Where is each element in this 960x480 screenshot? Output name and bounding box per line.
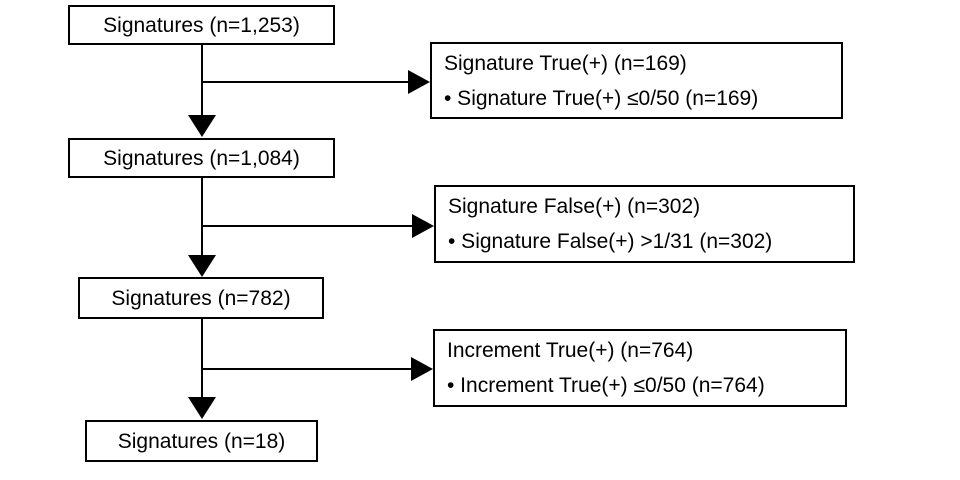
- branch-arrowhead-3: [411, 357, 433, 381]
- exclusion-title: Signature True(+) (n=169): [444, 51, 687, 75]
- flow-box-signatures-782: Signatures (n=782): [78, 277, 324, 319]
- down-arrowhead-3: [188, 397, 216, 419]
- exclusion-bullet: • Increment True(+) ≤0/50 (n=764): [447, 374, 765, 397]
- flow-box-signatures-1084: Signatures (n=1,084): [68, 138, 335, 178]
- flow-box-label: Signatures (n=782): [111, 286, 291, 310]
- exclusion-box-signature-true-positive: Signature True(+) (n=169) • Signature Tr…: [430, 42, 843, 119]
- flow-box-signatures-18: Signatures (n=18): [85, 420, 318, 462]
- flow-box-label: Signatures (n=1,084): [103, 146, 300, 170]
- down-arrowhead-2: [188, 255, 216, 277]
- exclusion-box-increment-true-positive: Increment True(+) (n=764) • Increment Tr…: [433, 329, 847, 407]
- flow-box-label: Signatures (n=18): [117, 429, 286, 453]
- flow-box-signatures-1253: Signatures (n=1,253): [68, 5, 335, 45]
- exclusion-bullet: • Signature False(+) >1/31 (n=302): [448, 230, 773, 253]
- exclusion-box-signature-false-positive: Signature False(+) (n=302) • Signature F…: [434, 185, 855, 263]
- down-arrowhead-1: [188, 115, 216, 137]
- branch-arrowhead-2: [412, 214, 434, 238]
- exclusion-bullet: • Signature True(+) ≤0/50 (n=169): [444, 86, 759, 110]
- exclusion-title: Signature False(+) (n=302): [448, 195, 701, 218]
- exclusion-title: Increment True(+) (n=764): [447, 339, 694, 362]
- flow-box-label: Signatures (n=1,253): [103, 13, 300, 37]
- branch-arrowhead-1: [408, 70, 430, 94]
